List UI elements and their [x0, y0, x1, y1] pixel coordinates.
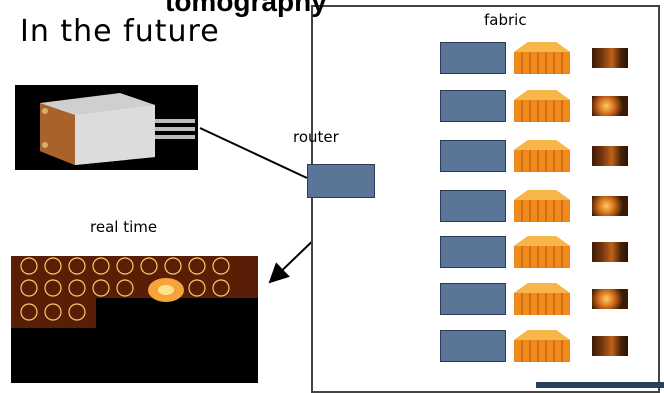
fabric-result-thumbnail	[592, 96, 628, 116]
router-label: router	[293, 128, 339, 146]
fabric-cylinder-icon	[514, 330, 570, 362]
fabric-result-thumbnail	[592, 48, 628, 68]
slide-title-top: tomography	[165, 0, 327, 17]
slide-title: In the future	[20, 14, 220, 49]
detector-to-router-line	[199, 127, 308, 179]
fabric-result-thumbnail	[592, 336, 628, 356]
router-box	[307, 164, 375, 198]
detector-image	[15, 85, 198, 170]
fabric-node	[440, 140, 506, 172]
fabric-cylinder-icon	[514, 90, 570, 122]
fabric-result-thumbnail	[592, 196, 628, 216]
fabric-cylinder-icon	[514, 236, 570, 268]
fabric-node	[440, 283, 506, 315]
fabric-cylinder-icon	[514, 190, 570, 222]
fabric-node	[440, 330, 506, 362]
fabric-result-thumbnail	[592, 146, 628, 166]
fabric-cylinder-icon	[514, 283, 570, 315]
real-time-label: real time	[90, 218, 158, 236]
real-time-image	[11, 256, 258, 383]
fabric-node	[440, 236, 506, 268]
fabric-cylinder-icon	[514, 140, 570, 172]
fabric-node	[440, 42, 506, 74]
fabric-result-thumbnail	[592, 289, 628, 309]
fabric-node	[440, 190, 506, 222]
fabric-result-thumbnail	[592, 242, 628, 262]
corner-badge	[536, 382, 664, 388]
fabric-label: fabric	[484, 11, 527, 29]
fabric-node	[440, 90, 506, 122]
fabric-cylinder-icon	[514, 42, 570, 74]
